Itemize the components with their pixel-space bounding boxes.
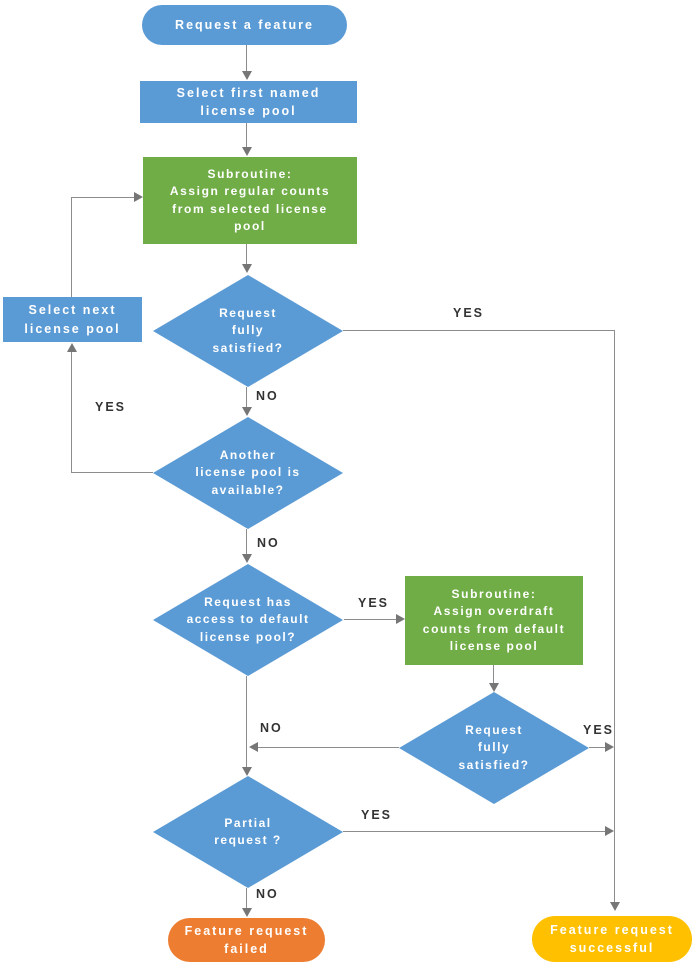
node-feature-successful-label: Feature request successful bbox=[550, 922, 674, 955]
arrowhead-into-subroutine-left bbox=[134, 192, 143, 202]
arrowhead-partial-yes-junction bbox=[605, 826, 614, 836]
connector-partial-yes bbox=[343, 831, 606, 832]
connector-right-rail-vertical bbox=[614, 330, 615, 903]
arrowhead-into-subroutine-regular bbox=[242, 147, 252, 156]
connector-satisfied2-yes bbox=[589, 747, 606, 748]
connector-partial-no bbox=[246, 888, 247, 910]
node-feature-failed: Feature request failed bbox=[168, 918, 325, 962]
node-request-satisfied-1-label: Request fully satisfied? bbox=[212, 305, 284, 355]
arrowhead-into-access-default bbox=[242, 554, 252, 563]
node-access-default-pool: Request has access to default license po… bbox=[153, 564, 343, 676]
arrowhead-satisfied2-no-junction bbox=[249, 742, 258, 752]
connector-loop-vertical bbox=[71, 198, 72, 297]
connector-subroutine-to-satisfied1 bbox=[246, 244, 247, 266]
node-select-first-pool: Select first named license pool bbox=[140, 81, 357, 123]
node-subroutine-regular: Subroutine: Assign regular counts from s… bbox=[143, 157, 357, 244]
edge-label-another-no: NO bbox=[257, 536, 280, 550]
node-request-feature-label: Request a feature bbox=[175, 17, 314, 32]
connector-another-yes-horizontal bbox=[72, 472, 153, 473]
connector-satisfied1-yes-horizontal bbox=[343, 330, 615, 331]
node-subroutine-regular-label: Subroutine: Assign regular counts from s… bbox=[169, 166, 331, 233]
node-subroutine-overdraft-label: Subroutine: Assign overdraft counts from… bbox=[422, 586, 566, 653]
arrowhead-into-select-first bbox=[242, 71, 252, 80]
arrowhead-into-select-next bbox=[67, 343, 77, 352]
arrowhead-into-subroutine-overdraft bbox=[396, 614, 405, 624]
arrowhead-into-satisfied1 bbox=[242, 264, 252, 273]
connector-satisfied1-no bbox=[246, 387, 247, 409]
node-feature-successful: Feature request successful bbox=[532, 916, 692, 962]
connector-access-yes bbox=[344, 619, 396, 620]
connector-start-to-select-first bbox=[246, 45, 247, 73]
edge-label-partial-yes: YES bbox=[361, 808, 393, 822]
arrowhead-into-another-pool bbox=[242, 407, 252, 416]
node-another-pool-available-label: Another license pool is available? bbox=[195, 447, 301, 497]
connector-another-no bbox=[246, 529, 247, 556]
edge-label-satisfied1-no: NO bbox=[256, 389, 279, 403]
connector-access-no bbox=[246, 676, 247, 768]
arrowhead-satisfied2-yes-junction bbox=[605, 742, 614, 752]
node-select-first-pool-label: Select first named license pool bbox=[176, 85, 321, 118]
arrowhead-into-satisfied2 bbox=[489, 683, 499, 692]
arrowhead-into-partial bbox=[242, 767, 252, 776]
node-partial-request: Partial request ? bbox=[153, 776, 343, 888]
edge-label-another-yes: YES bbox=[95, 400, 127, 414]
node-request-satisfied-1: Request fully satisfied? bbox=[153, 275, 343, 387]
connector-loop-horizontal bbox=[71, 197, 134, 198]
node-request-satisfied-2: Request fully satisfied? bbox=[399, 692, 589, 804]
connector-another-yes-vertical bbox=[71, 350, 72, 473]
node-subroutine-overdraft: Subroutine: Assign overdraft counts from… bbox=[405, 576, 583, 665]
node-feature-failed-label: Feature request failed bbox=[184, 923, 309, 956]
node-request-feature: Request a feature bbox=[142, 5, 347, 45]
connector-select-first-to-subroutine bbox=[246, 123, 247, 149]
edge-label-partial-no: NO bbox=[256, 887, 279, 901]
node-request-satisfied-2-label: Request fully satisfied? bbox=[458, 722, 530, 772]
edge-label-satisfied2-yes: YES bbox=[583, 723, 615, 737]
node-partial-request-label: Partial request ? bbox=[214, 815, 282, 847]
connector-overdraft-to-satisfied2 bbox=[493, 665, 494, 684]
node-select-next-pool: Select next license pool bbox=[3, 297, 142, 342]
arrowhead-into-failed bbox=[242, 908, 252, 917]
arrowhead-into-successful bbox=[610, 902, 620, 911]
node-access-default-pool-label: Request has access to default license po… bbox=[186, 594, 310, 644]
connector-satisfied2-no bbox=[258, 747, 399, 748]
edge-label-access-default-yes: YES bbox=[358, 596, 390, 610]
edge-label-junction-no: NO bbox=[260, 721, 283, 735]
edge-label-satisfied1-yes: YES bbox=[453, 306, 485, 320]
node-select-next-pool-label: Select next license pool bbox=[24, 303, 121, 336]
node-another-pool-available: Another license pool is available? bbox=[153, 417, 343, 529]
